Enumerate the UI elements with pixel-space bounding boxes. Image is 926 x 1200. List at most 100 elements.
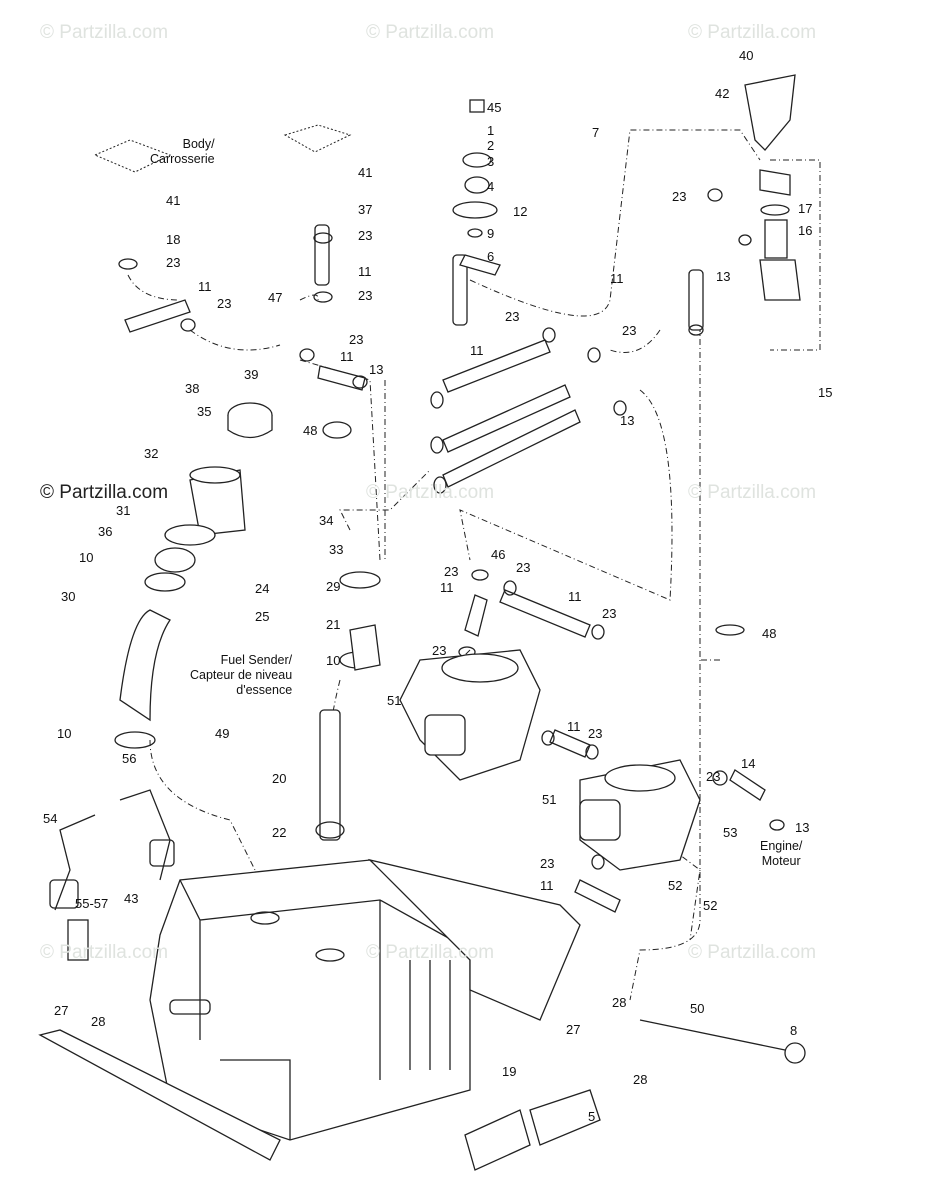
part-callout[interactable]: 2 [487, 138, 495, 153]
part-callout[interactable]: 43 [124, 891, 139, 906]
part-callout[interactable]: 53 [723, 825, 738, 840]
part-callout[interactable]: 46 [491, 547, 506, 562]
part-callout[interactable]: 12 [513, 204, 528, 219]
part-callout[interactable]: 52 [668, 878, 683, 893]
part-callout[interactable]: 8 [790, 1023, 798, 1038]
fuel-sender-note-line: Capteur de niveau [190, 668, 293, 682]
part-callout[interactable]: 22 [272, 825, 287, 840]
part-callout[interactable]: 51 [387, 693, 402, 708]
part-callout[interactable]: 33 [329, 542, 344, 557]
watermark: © Partzilla.com [366, 482, 495, 503]
part-callout[interactable]: 23 [358, 228, 373, 243]
part-callout[interactable]: 18 [166, 232, 181, 247]
part-callout[interactable]: 47 [268, 290, 283, 305]
part-callout[interactable]: 35 [197, 404, 212, 419]
part-callout[interactable]: 23 [672, 189, 687, 204]
part-callout[interactable]: 7 [592, 125, 600, 140]
filler-neck-and-cap [154, 402, 381, 671]
part-callout[interactable]: 37 [358, 202, 373, 217]
part-callout[interactable]: 32 [144, 446, 159, 461]
part-callout[interactable]: 54 [43, 811, 58, 826]
part-callout[interactable]: 23 [588, 726, 603, 741]
part-callout[interactable]: 13 [620, 413, 635, 428]
part-callout[interactable]: 24 [255, 581, 270, 596]
part-callout[interactable]: 11 [540, 878, 554, 893]
part-callout[interactable]: 29 [326, 579, 341, 594]
part-callout[interactable]: 14 [741, 756, 756, 771]
part-callout[interactable]: 21 [326, 617, 341, 632]
part-callout[interactable]: 9 [487, 226, 495, 241]
part-callout[interactable]: 19 [502, 1064, 517, 1079]
part-callout[interactable]: 11 [198, 279, 212, 294]
fuel-valve-and-filter [452, 74, 801, 301]
watermark: © Partzilla.com [688, 22, 817, 43]
part-callout[interactable]: 10 [79, 550, 94, 565]
engine-note-line: Moteur [761, 854, 801, 868]
part-callout[interactable]: 5 [588, 1109, 596, 1124]
part-callout[interactable]: 41 [358, 165, 373, 180]
part-callout[interactable]: 25 [255, 609, 270, 624]
part-callout[interactable]: 23 [540, 856, 555, 871]
part-callout[interactable]: 38 [185, 381, 200, 396]
watermark: © Partzilla.com [40, 942, 169, 963]
part-callout[interactable]: 20 [272, 771, 287, 786]
fuel-sender-note-line: d'essence [236, 683, 293, 697]
part-callout[interactable]: 4 [487, 179, 495, 194]
part-callout[interactable]: 6 [487, 249, 495, 264]
part-callout[interactable]: 3 [487, 154, 495, 169]
part-callout[interactable]: 23 [622, 323, 637, 338]
part-callout[interactable]: 11 [567, 719, 581, 734]
part-callout[interactable]: 52 [703, 898, 718, 913]
primer-cable [639, 1019, 806, 1064]
part-callout[interactable]: 23 [166, 255, 181, 270]
part-callout[interactable]: 11 [568, 589, 582, 604]
part-callout[interactable]: 23 [217, 296, 232, 311]
part-callout[interactable]: 49 [215, 726, 230, 741]
part-callout[interactable]: 55-57 [75, 896, 109, 911]
part-callout[interactable]: 41 [166, 193, 181, 208]
part-callout[interactable]: 56 [122, 751, 137, 766]
part-callout[interactable]: 31 [116, 503, 131, 518]
part-callout[interactable]: 13 [716, 269, 731, 284]
part-callout[interactable]: 23 [516, 560, 531, 575]
part-callout[interactable]: 10 [57, 726, 72, 741]
part-callout[interactable]: 28 [612, 995, 627, 1010]
part-callout[interactable]: 11 [440, 580, 454, 595]
part-callout[interactable]: 13 [795, 820, 810, 835]
part-callout[interactable]: 51 [542, 792, 557, 807]
part-callout[interactable]: 16 [798, 223, 813, 238]
part-callout[interactable]: 23 [505, 309, 520, 324]
part-callout[interactable]: 23 [349, 332, 364, 347]
part-callout[interactable]: 27 [54, 1003, 69, 1018]
part-callout[interactable]: 17 [798, 201, 813, 216]
part-callout[interactable]: 11 [340, 349, 354, 364]
part-callout[interactable]: 39 [244, 367, 259, 382]
carburetors [399, 649, 701, 871]
part-callout[interactable]: 15 [818, 385, 833, 400]
part-callout[interactable]: 27 [566, 1022, 581, 1037]
part-callout[interactable]: 28 [633, 1072, 648, 1087]
part-callout[interactable]: 28 [91, 1014, 106, 1029]
part-callout[interactable]: 11 [610, 271, 624, 286]
part-callout[interactable]: 11 [470, 343, 484, 358]
part-callout[interactable]: 42 [715, 86, 730, 101]
part-callout[interactable]: 23 [602, 606, 617, 621]
part-callout[interactable]: 23 [358, 288, 373, 303]
part-callout[interactable]: 30 [61, 589, 76, 604]
part-callout[interactable]: 13 [369, 362, 384, 377]
part-callout[interactable]: 48 [762, 626, 777, 641]
part-callout[interactable]: 23 [706, 769, 721, 784]
part-callout[interactable]: 36 [98, 524, 113, 539]
part-callout[interactable]: 23 [444, 564, 459, 579]
part-callout[interactable]: 1 [487, 123, 495, 138]
part-callout[interactable]: 23 [432, 643, 447, 658]
part-callout[interactable]: 50 [690, 1001, 705, 1016]
part-callout[interactable]: 45 [487, 100, 502, 115]
part-callout[interactable]: 48 [303, 423, 318, 438]
part-callout[interactable]: 11 [358, 264, 372, 279]
part-callout[interactable]: 10 [326, 653, 341, 668]
engine-note-line: Engine/ [760, 839, 803, 853]
part-callout[interactable]: 40 [739, 48, 754, 63]
part-callout[interactable]: 34 [319, 513, 334, 528]
